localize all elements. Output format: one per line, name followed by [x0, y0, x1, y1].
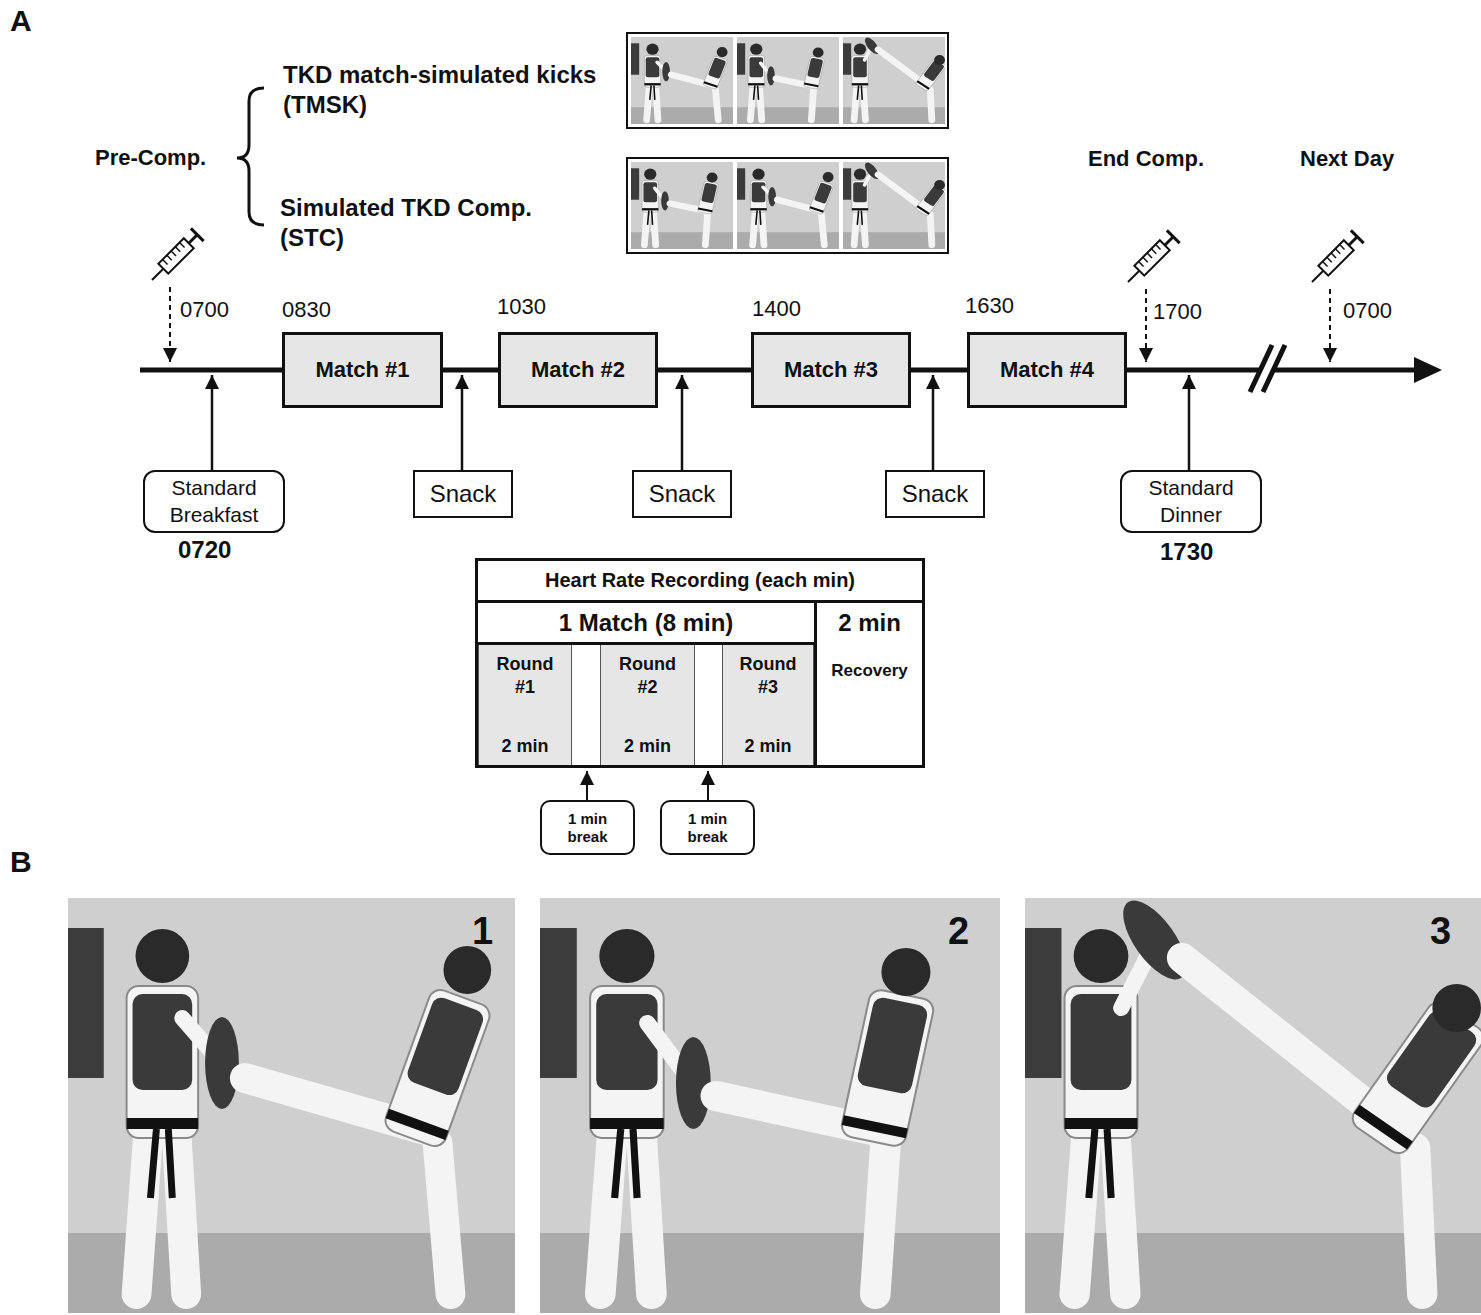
box-text: Match #4 — [1000, 357, 1094, 383]
match-cell: 1 Match (8 min) Round #1 2 min Round #2 2 mi… — [478, 603, 817, 765]
box-text: 2 min — [723, 736, 813, 757]
timeline-segment — [658, 368, 751, 373]
condition-label: Simulated TKD Comp. (STC) — [280, 193, 580, 253]
photo-number: 1 — [472, 908, 493, 956]
round-cell: Round #3 2 min — [722, 645, 814, 765]
box-text: 1 Match (8 min) — [478, 603, 814, 645]
round-cell: Round #1 2 min — [478, 645, 572, 765]
box-text: Standard Dinner — [1132, 475, 1250, 528]
match-box: Match #4 — [967, 332, 1127, 408]
time-label: 0700 — [180, 296, 229, 324]
time-label: 0830 — [282, 296, 331, 324]
meal-box: Standard Breakfast — [143, 470, 285, 533]
box-text: 2 min — [601, 736, 694, 757]
box-text: Match #2 — [531, 357, 625, 383]
photo-number: 3 — [1430, 908, 1451, 956]
phase-label: Next Day — [1300, 145, 1394, 173]
match-box: Match #3 — [751, 332, 911, 408]
box-text: Match #3 — [784, 357, 878, 383]
panel-letter: A — [10, 2, 32, 40]
box-text: Snack — [430, 480, 497, 508]
round-cell: Round #2 2 min — [600, 645, 695, 765]
recovery-cell: 2 minRecovery — [817, 603, 922, 765]
match-box: Match #2 — [498, 332, 658, 408]
box-text: Round #3 — [723, 653, 813, 700]
recording-table: Heart Rate Recording (each min)1 Match (… — [475, 558, 925, 768]
photo-number: 2 — [948, 908, 969, 956]
time-label: 1400 — [752, 295, 801, 323]
box-text: 2 min — [479, 736, 571, 757]
timeline-segment — [443, 368, 498, 373]
phase-label: End Comp. — [1088, 145, 1204, 173]
box-text: Match #1 — [315, 357, 409, 383]
time-label: 0720 — [178, 535, 231, 565]
snack-box: Snack — [632, 470, 732, 518]
timeline-segment — [911, 368, 967, 373]
time-label: 0700 — [1343, 297, 1392, 325]
match-box: Match #1 — [282, 332, 443, 408]
time-label: 1700 — [1153, 298, 1202, 326]
box-text: Snack — [902, 480, 969, 508]
box-text: Round #1 — [479, 653, 571, 700]
box-text: 1 min break — [678, 810, 738, 846]
time-label: 1030 — [497, 293, 546, 321]
box-text: 1 min break — [558, 810, 618, 846]
panel-letter: B — [10, 843, 32, 881]
box-text: Standard Breakfast — [155, 475, 273, 528]
snack-box: Snack — [885, 470, 985, 518]
condition-label: TKD match-simulated kicks (TMSK) — [283, 60, 613, 120]
snack-box: Snack — [413, 470, 513, 518]
time-label: 1730 — [1160, 537, 1213, 567]
break-box: 1 min break — [660, 800, 755, 855]
time-label: 1630 — [965, 292, 1014, 320]
group-label: Pre-Comp. — [95, 144, 206, 172]
meal-box: Standard Dinner — [1120, 470, 1262, 533]
box-text: Snack — [649, 480, 716, 508]
break-box: 1 min break — [540, 800, 635, 855]
box-text: Recovery — [831, 661, 908, 681]
box-text: Heart Rate Recording (each min) — [478, 561, 922, 603]
box-text: 2 min — [838, 609, 901, 637]
box-text: Round #2 — [601, 653, 694, 700]
